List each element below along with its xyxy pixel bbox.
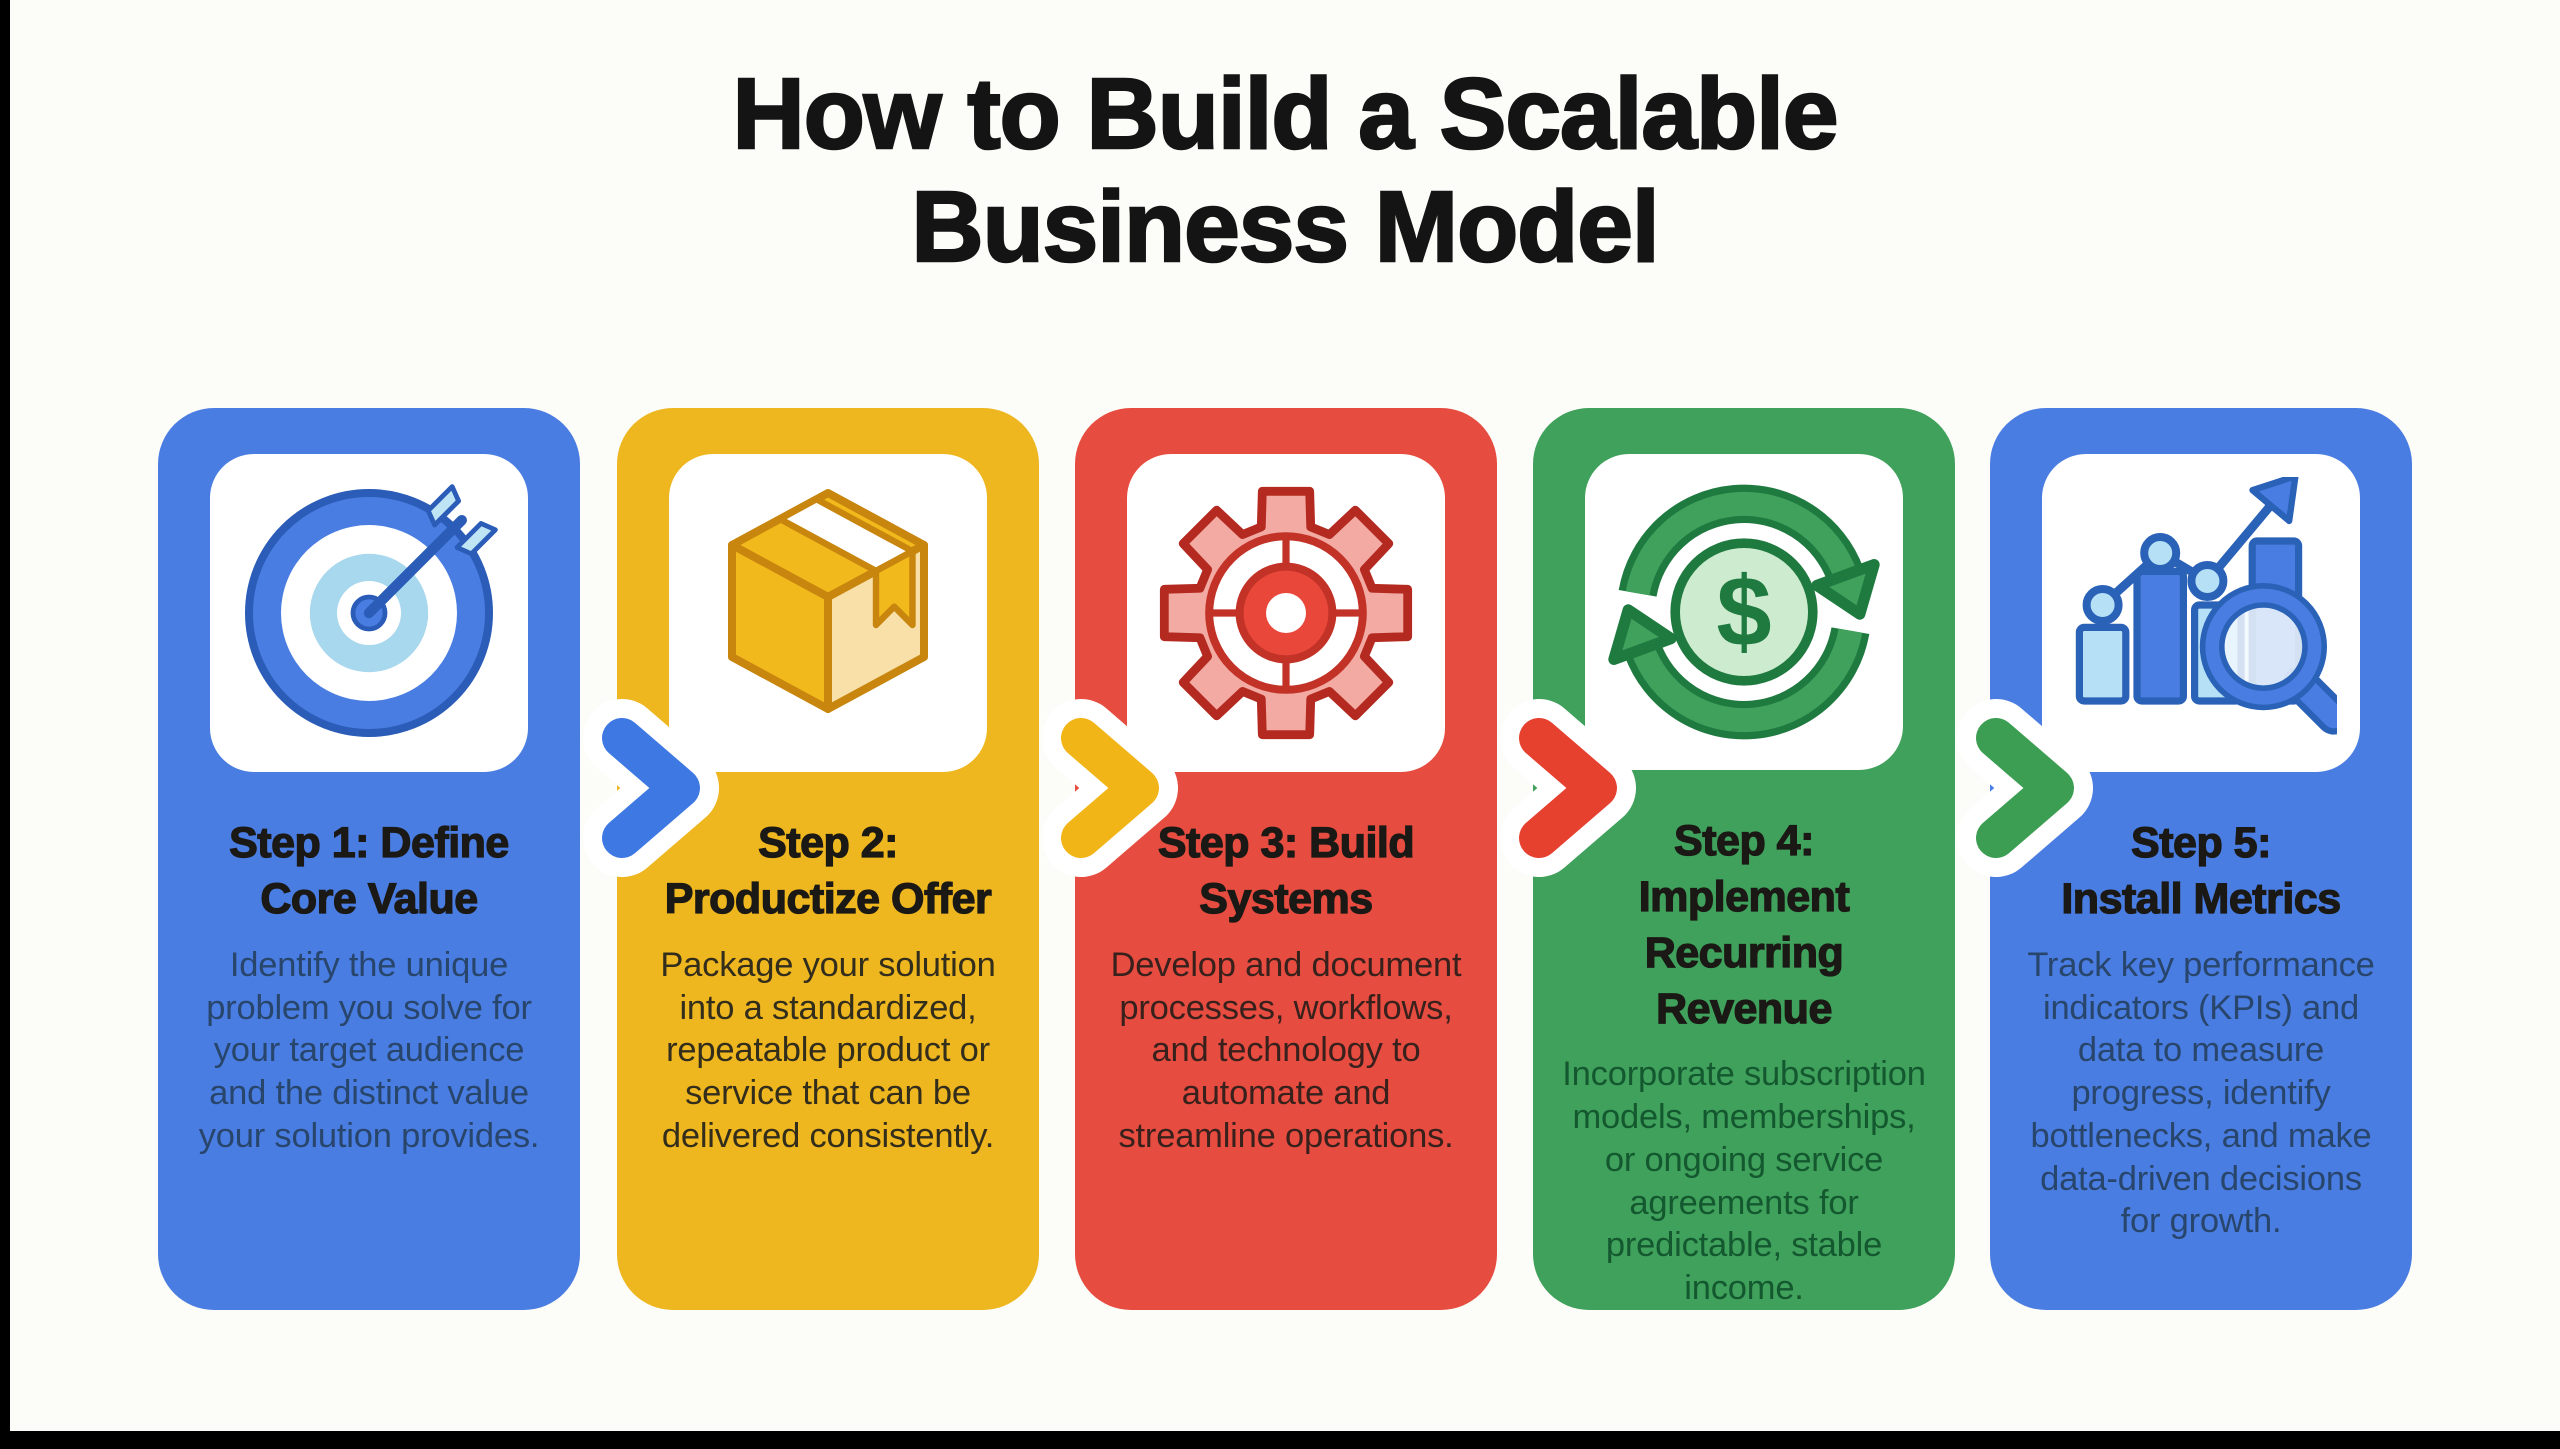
icon-tile [2042, 454, 2360, 772]
package-box-icon [728, 489, 928, 713]
icon-tile: $ [1585, 454, 1903, 770]
recurring-revenue-icon: $ [1608, 484, 1880, 740]
step-heading: Step 2: Productize Offer [664, 818, 992, 923]
icon-tile [669, 454, 987, 772]
gear-icon [1150, 477, 1422, 749]
page-title: How to Build a Scalable Business Model [731, 57, 1839, 285]
svg-text:$: $ [1716, 557, 1771, 668]
step-description: Develop and document processes, workflow… [1110, 945, 1462, 1155]
step-heading: Step 5: Install Metrics [2061, 818, 2342, 923]
chevron-right-icon [583, 699, 719, 877]
step-description: Package your solution into a standardize… [660, 945, 996, 1155]
step-card-4: $ Step 4: Implement Recurring Revenue In… [1533, 408, 1955, 1310]
step-card-3: Step 3: Build Systems Develop and docume… [1075, 408, 1497, 1310]
step-card-2: Step 2: Productize Offer Package your so… [617, 408, 1039, 1310]
step-card-1: Step 1: Define Core Value Identify the u… [158, 408, 580, 1310]
connector-arrow-1 [567, 698, 737, 878]
step-heading: Step 1: Define Core Value [228, 818, 510, 923]
step-card-5: Step 5: Install Metrics Track key perfor… [1990, 408, 2412, 1310]
connector-arrow-2 [1026, 698, 1196, 878]
chevron-right-icon [1042, 699, 1178, 877]
step-description: Track key performance indicators (KPIs) … [2027, 945, 2375, 1241]
icon-tile [210, 454, 528, 772]
connector-arrow-3 [1484, 698, 1654, 878]
step-description: Incorporate subscription models, members… [1562, 1055, 1926, 1308]
icon-tile [1127, 454, 1445, 772]
step-description: Identify the unique problem you solve fo… [198, 945, 540, 1155]
chevron-right-icon [1500, 699, 1636, 877]
step-heading: Step 4: Implement Recurring Revenue [1638, 816, 1850, 1033]
metrics-icon [2075, 477, 2337, 735]
target-icon [245, 484, 498, 737]
step-heading: Step 3: Build Systems [1157, 818, 1415, 923]
chevron-right-icon [1957, 699, 2093, 877]
infographic-canvas: How to Build a Scalable Business Model S… [10, 0, 2560, 1431]
connector-arrow-4 [1941, 698, 2111, 878]
